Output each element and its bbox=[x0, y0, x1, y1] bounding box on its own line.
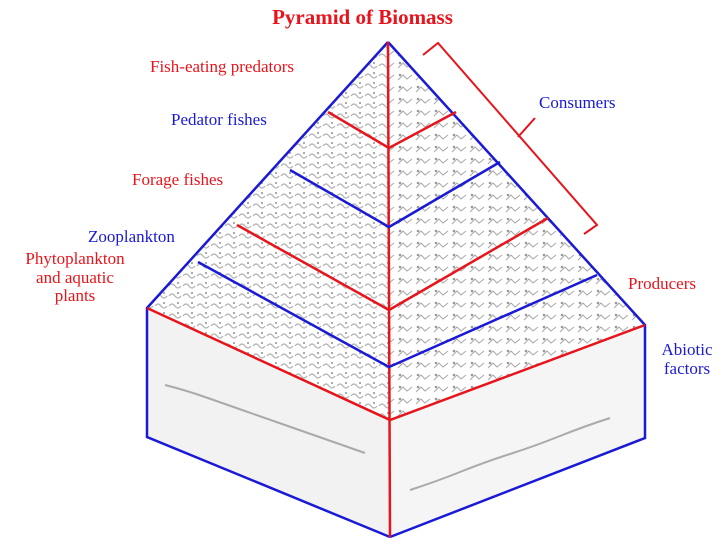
label-phytoplankton: Phytoplankton and aquatic plants bbox=[10, 250, 140, 306]
label-phytoplankton-line-1: Phytoplankton bbox=[10, 250, 140, 269]
label-zooplankton: Zooplankton bbox=[88, 228, 175, 247]
label-predator-fishes: Pedator fishes bbox=[171, 111, 267, 130]
label-consumers: Consumers bbox=[539, 94, 616, 113]
label-forage-fishes: Forage fishes bbox=[132, 171, 223, 190]
label-phytoplankton-line-3: plants bbox=[10, 287, 140, 306]
label-producers: Producers bbox=[628, 275, 696, 294]
label-abiotic-line-2: factors bbox=[652, 360, 722, 379]
label-phytoplankton-line-2: and aquatic bbox=[10, 269, 140, 288]
label-abiotic-factors: Abiotic factors bbox=[652, 341, 722, 378]
diagram-title: Pyramid of Biomass bbox=[0, 6, 725, 29]
consumers-bracket-pointer bbox=[518, 118, 535, 137]
label-abiotic-line-1: Abiotic bbox=[652, 341, 722, 360]
label-fish-eating-predators: Fish-eating predators bbox=[150, 58, 294, 77]
